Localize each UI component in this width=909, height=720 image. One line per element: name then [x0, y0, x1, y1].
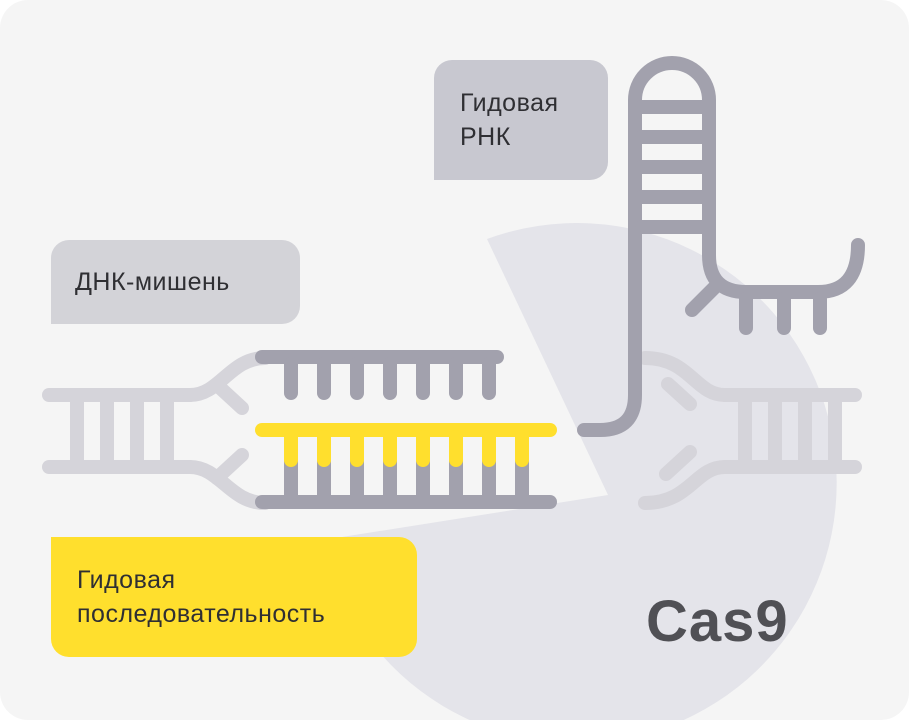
- cas9-label: Cas9: [646, 589, 789, 654]
- right-dna-duplex: [638, 351, 862, 510]
- guide-rna-scaffold: [577, 56, 865, 437]
- guide-sequence-label-line-2: последовательность: [77, 600, 326, 628]
- guide-sequence-strand: [255, 423, 557, 467]
- target-dna-label-text: ДНК-мишень: [75, 268, 230, 296]
- target-dna-strand: [255, 455, 557, 509]
- target-dna-label: ДНК-мишень: [51, 240, 300, 324]
- guide-sequence-label: Гидовая последовательность: [51, 537, 417, 657]
- guide-rna-label: Гидовая РНК: [434, 60, 608, 180]
- guide-rna-label-line-1: Гидовая: [460, 89, 559, 117]
- top-dna-strand: [255, 350, 504, 400]
- guide-sequence-label-line-1: Гидовая: [77, 566, 176, 594]
- guide-rna-label-line-2: РНК: [460, 123, 511, 151]
- cas9-protein-shape: [323, 223, 837, 720]
- left-dna-duplex: [42, 351, 272, 510]
